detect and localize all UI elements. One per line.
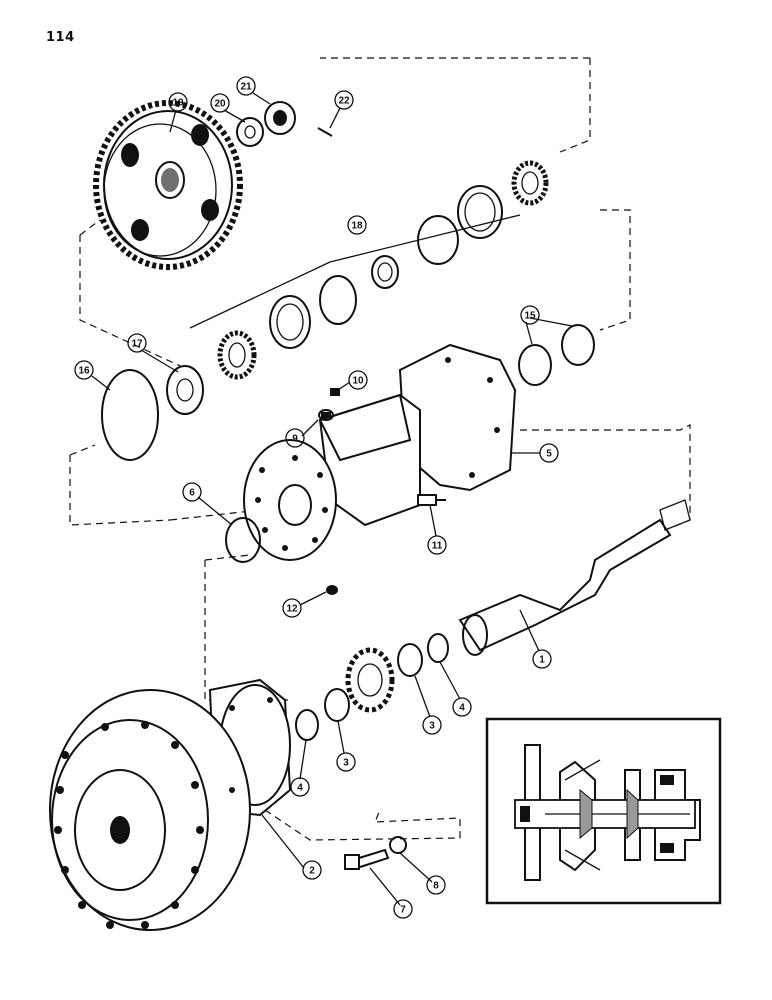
callout-18-label: 18 xyxy=(351,221,363,232)
callout-15: 15 xyxy=(520,305,540,325)
fitting-9 xyxy=(318,409,334,421)
callout-19-label: 19 xyxy=(172,98,184,109)
callout-1: 1 xyxy=(532,649,552,669)
callout-17: 17 xyxy=(127,333,147,353)
seal-small xyxy=(371,255,399,289)
callout-16-label: 16 xyxy=(78,366,90,377)
callout-7-label: 7 xyxy=(400,905,406,916)
axle-shaft xyxy=(458,499,691,656)
callout-5-label: 5 xyxy=(546,449,552,460)
callout-12: 12 xyxy=(282,598,302,618)
callout-8: 8 xyxy=(426,875,446,895)
callout-20-label: 20 xyxy=(214,99,226,110)
callout-20: 20 xyxy=(210,93,230,113)
callout-22-label: 22 xyxy=(338,96,350,107)
callout-16: 16 xyxy=(74,360,94,380)
plug-12 xyxy=(326,585,338,595)
callout-4-lower: 4 xyxy=(290,777,310,797)
callout-17-label: 17 xyxy=(131,339,143,350)
bolt-7 xyxy=(344,848,390,870)
bearing-cup-right xyxy=(457,185,503,239)
callout-2-label: 2 xyxy=(309,866,315,877)
retainer-17 xyxy=(166,365,204,415)
callout-10: 10 xyxy=(348,370,368,390)
callout-4-lower-label: 4 xyxy=(297,783,303,794)
callout-9: 9 xyxy=(285,428,305,448)
cross-section-inset xyxy=(485,717,722,905)
final-drive-gear xyxy=(93,100,243,270)
callout-3-lower: 3 xyxy=(336,752,356,772)
callout-3-upper-label: 3 xyxy=(429,721,435,732)
axle-housing xyxy=(243,343,517,561)
callout-22: 22 xyxy=(334,90,354,110)
snap-ring-left xyxy=(319,275,357,325)
bearing-cone-right xyxy=(511,160,549,206)
callout-10-label: 10 xyxy=(352,376,364,387)
callout-18: 18 xyxy=(347,215,367,235)
planetary-hub xyxy=(49,678,292,931)
seal-15-left xyxy=(518,344,552,386)
callout-11-label: 11 xyxy=(432,541,443,552)
washer-20 xyxy=(236,117,264,147)
callout-3-upper: 3 xyxy=(422,715,442,735)
callout-9-label: 9 xyxy=(292,434,298,445)
callout-8-label: 8 xyxy=(433,881,439,892)
washer-8 xyxy=(389,836,407,854)
washer-4-upper xyxy=(427,633,449,663)
callout-6: 6 xyxy=(182,482,202,502)
callout-21-label: 21 xyxy=(240,82,252,93)
page-number: 114 xyxy=(46,30,75,45)
washer-3-lower xyxy=(324,688,350,722)
bolt-11 xyxy=(417,494,446,506)
cotter-pin-22 xyxy=(317,127,333,137)
o-ring-6 xyxy=(225,517,261,563)
callout-21: 21 xyxy=(236,76,256,96)
callout-15-label: 15 xyxy=(524,311,536,322)
seal-15-right xyxy=(561,324,595,366)
bearing-cup-left xyxy=(269,295,311,349)
nut-21 xyxy=(264,101,296,135)
washer-4-lower xyxy=(295,709,319,741)
bearing-cone-left xyxy=(217,330,257,380)
callout-5: 5 xyxy=(539,443,559,463)
o-ring-16 xyxy=(101,369,159,461)
snap-ring-right xyxy=(417,215,459,265)
callout-19: 19 xyxy=(168,92,188,112)
pinion-gear xyxy=(345,647,395,713)
callout-2: 2 xyxy=(302,860,322,880)
callout-11: 11 xyxy=(427,535,447,555)
callout-7: 7 xyxy=(393,899,413,919)
callout-6-label: 6 xyxy=(189,488,195,499)
washer-3-upper xyxy=(397,643,423,677)
callout-1-label: 1 xyxy=(539,655,545,666)
leader-lines xyxy=(91,92,573,906)
plug-10 xyxy=(330,388,340,396)
callout-3-lower-label: 3 xyxy=(343,758,349,769)
callout-4-upper-label: 4 xyxy=(459,703,465,714)
callout-12-label: 12 xyxy=(286,604,298,615)
callout-4-upper: 4 xyxy=(452,697,472,717)
